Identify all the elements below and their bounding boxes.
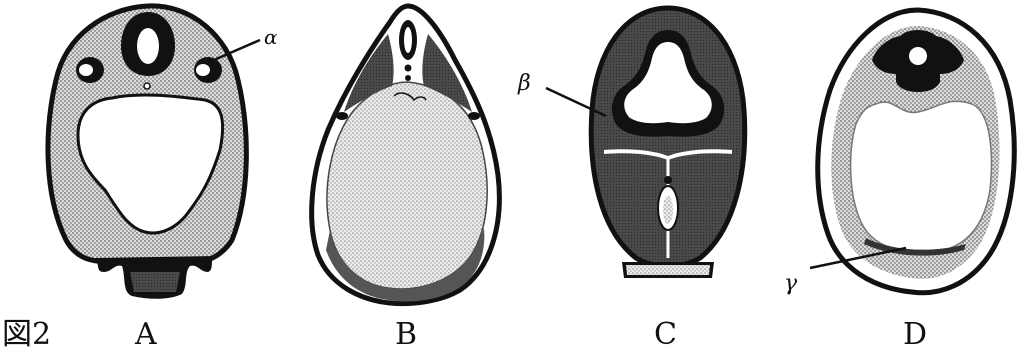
section-c-fin-texture bbox=[626, 265, 710, 275]
section-a-small-vessel bbox=[144, 83, 150, 89]
panel-label-b: B bbox=[395, 317, 417, 352]
panel-label-d: D bbox=[903, 317, 927, 352]
figure-number-label: 図2 bbox=[2, 317, 51, 352]
section-d: γ bbox=[784, 10, 1014, 296]
section-c-gut-inner bbox=[663, 196, 673, 224]
panel-label-a: A bbox=[134, 317, 157, 352]
section-a-left-somite-core bbox=[79, 64, 93, 76]
section-c: β bbox=[517, 8, 745, 278]
section-a: α bbox=[48, 6, 278, 299]
section-a-right-somite-core bbox=[196, 64, 210, 76]
section-d-notochord bbox=[912, 78, 924, 90]
section-b-yolk bbox=[327, 82, 487, 289]
panel-label-c: C bbox=[654, 317, 677, 352]
section-b bbox=[312, 6, 500, 304]
section-a-fin-texture bbox=[130, 272, 180, 292]
section-b-right-duct bbox=[468, 112, 480, 120]
section-b-neural-tube-lumen bbox=[404, 27, 412, 53]
section-d-neural-tube-lumen bbox=[909, 47, 927, 65]
section-b-left-duct bbox=[336, 112, 348, 120]
section-a-neural-tube bbox=[137, 28, 159, 64]
gamma-label: γ bbox=[784, 271, 798, 296]
section-b-notochord-dot-2 bbox=[405, 75, 411, 81]
alpha-label: α bbox=[264, 25, 278, 49]
section-c-gut-dot bbox=[664, 176, 672, 184]
section-b-notochord-dot-1 bbox=[405, 65, 412, 72]
beta-label: β bbox=[517, 71, 531, 96]
section-d-inner-cavity bbox=[851, 101, 992, 253]
